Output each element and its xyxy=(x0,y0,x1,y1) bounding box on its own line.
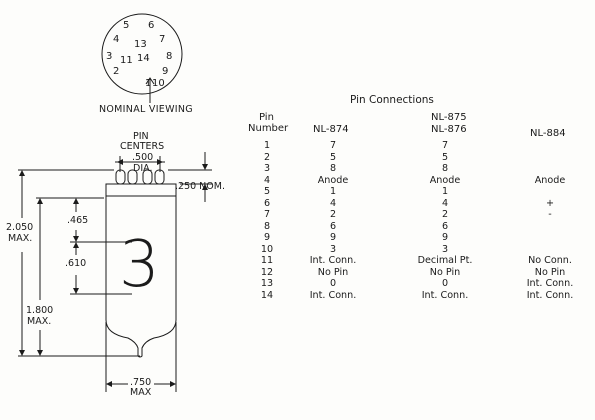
width-max: MAX xyxy=(130,387,152,398)
pin-label-7: 7 xyxy=(159,34,166,45)
pin-label-5: 5 xyxy=(123,20,130,31)
pin-label-2: 2 xyxy=(113,66,120,77)
header-nl876: NL-876 xyxy=(431,124,467,135)
pin-label-6: 6 xyxy=(148,20,155,31)
body-length-max: MAX. xyxy=(27,316,52,327)
pin-centers-value: .500 xyxy=(132,152,154,163)
arrowhead xyxy=(106,381,112,387)
header-nl875: NL-875 xyxy=(431,112,467,123)
arrowhead xyxy=(202,164,208,170)
pin-centers-label-line1: PIN xyxy=(133,131,149,142)
header-nl884: NL-884 xyxy=(530,128,566,139)
pin-label-10: 10 xyxy=(152,78,165,89)
tube-base-block xyxy=(105,183,177,197)
dim-610-label: .610 xyxy=(65,258,87,269)
table-title: Pin Connections xyxy=(350,94,434,106)
overall-length-max: MAX. xyxy=(8,233,33,244)
pin-label-9: 9 xyxy=(162,66,169,77)
arrowhead xyxy=(19,170,25,176)
arrowhead xyxy=(157,159,163,165)
arrowhead xyxy=(117,159,123,165)
arrowhead xyxy=(37,198,43,204)
pin-label-1: 1 xyxy=(145,78,152,89)
pin-length-label: .250 NOM. xyxy=(175,181,225,192)
arrowhead xyxy=(73,198,79,204)
pin-label-3: 3 xyxy=(106,51,113,62)
pin-label-14: 14 xyxy=(137,53,150,64)
arrowhead xyxy=(73,288,79,294)
pin-centers-dia: DIA. xyxy=(133,163,153,174)
base-caption: NOMINAL VIEWING xyxy=(99,104,193,115)
pin-label-8: 8 xyxy=(166,51,173,62)
display-digit: 3 xyxy=(119,228,160,302)
arrowhead xyxy=(37,350,43,356)
tube-envelope xyxy=(105,196,177,358)
arrowhead xyxy=(170,381,176,387)
dim-465-label: .465 xyxy=(67,215,89,226)
header-nl874: NL-874 xyxy=(313,124,349,135)
arrowhead xyxy=(19,350,25,356)
arrowhead xyxy=(202,184,208,190)
header-pin-line2: Number xyxy=(248,123,289,134)
tube-pin xyxy=(115,169,126,185)
pin-label-13: 13 xyxy=(134,39,147,50)
overall-length-value: 2.050 xyxy=(6,222,34,233)
width-value: .750 xyxy=(130,377,152,388)
body-length-value: 1.800 xyxy=(26,305,54,316)
pin-label-11: 11 xyxy=(120,55,133,66)
viewing-arrow-head xyxy=(145,77,155,85)
arrowhead xyxy=(73,236,79,242)
pin-label-4: 4 xyxy=(113,34,120,45)
tube-pin xyxy=(154,169,165,185)
pin-centers-label-line2: CENTERS xyxy=(120,141,165,152)
arrowhead xyxy=(73,242,79,248)
tube-base-circle xyxy=(101,13,183,95)
header-pin-line1: Pin xyxy=(259,112,274,123)
